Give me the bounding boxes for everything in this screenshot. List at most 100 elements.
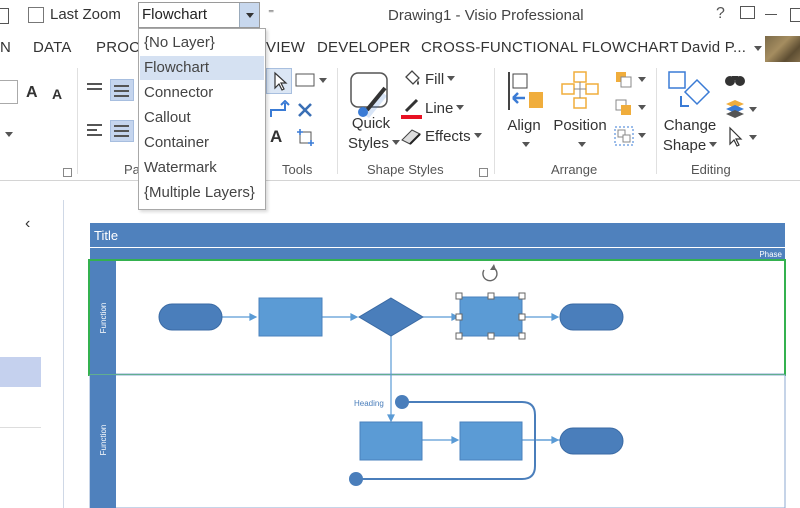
bring-forward-icon[interactable] [614, 70, 648, 95]
layer-option-container[interactable]: Container [144, 134, 210, 151]
title-band[interactable] [90, 223, 785, 247]
quick-styles-label-2: Styles [348, 134, 400, 154]
shape-styles-dialog-launcher-icon[interactable] [479, 168, 488, 177]
layer-option-no-layer[interactable]: {No Layer} [144, 34, 215, 51]
find-icon[interactable] [724, 70, 746, 93]
align-top-icon[interactable] [84, 79, 106, 99]
customize-quick-access-icon[interactable]: ⁼ [268, 6, 275, 20]
diagram-title[interactable]: Title [94, 228, 118, 243]
start-terminator[interactable] [158, 303, 223, 331]
avatar[interactable] [765, 36, 800, 64]
change-shape-button[interactable]: Change Shape [662, 116, 718, 156]
font-dialog-launcher-icon[interactable] [63, 168, 72, 177]
heading-callout-dot[interactable] [395, 395, 409, 409]
change-shape-icon[interactable] [667, 70, 711, 117]
selection-handles[interactable] [455, 292, 526, 340]
tab-design[interactable]: N [0, 39, 12, 56]
end-terminator[interactable] [559, 427, 624, 455]
quick-styles-icon[interactable] [349, 70, 393, 123]
group-icon[interactable] [614, 126, 648, 151]
shape-styles-group-label: Shape Styles [367, 162, 444, 177]
ribbon-display-options-icon[interactable] [736, 2, 758, 24]
loop-end-dot[interactable] [349, 472, 363, 486]
pointer-tool-icon[interactable] [266, 68, 292, 94]
rotate-handle-icon[interactable] [482, 264, 498, 282]
end-terminator[interactable] [559, 303, 624, 331]
help-button[interactable]: ? [716, 5, 725, 22]
send-backward-icon[interactable] [614, 98, 648, 123]
layer-option-connector[interactable]: Connector [144, 84, 214, 101]
last-zoom-checkbox[interactable] [28, 7, 44, 23]
effects-icon[interactable] [400, 126, 422, 151]
grow-font-icon[interactable]: A [26, 84, 38, 101]
position-button[interactable]: Position [552, 116, 608, 156]
effects-button[interactable]: Effects [425, 128, 482, 145]
process-shape[interactable] [459, 421, 523, 461]
change-shape-label-2-text: Shape [662, 137, 707, 154]
swimlane-2-header[interactable] [90, 375, 116, 508]
user-name[interactable]: David P... [681, 39, 747, 56]
selected-process-shape[interactable] [459, 296, 523, 337]
quick-styles-button[interactable]: Quick Styles [348, 114, 400, 154]
process-shape[interactable] [359, 421, 423, 461]
user-menu-chevron-icon[interactable] [751, 41, 762, 58]
change-shape-label-2: Shape [662, 136, 718, 156]
align-middle-icon[interactable] [110, 79, 134, 101]
phase-label: Phase [759, 250, 782, 259]
loop-connector[interactable] [356, 401, 536, 480]
connector-tool-icon[interactable] [268, 99, 290, 125]
shrink-font-icon[interactable]: A [52, 86, 63, 102]
fill-icon[interactable] [402, 68, 422, 93]
shapes-pane-divider [0, 427, 41, 428]
position-label: Position [553, 117, 607, 134]
tab-process[interactable]: PROC [96, 39, 141, 56]
tab-data[interactable]: DATA [33, 39, 72, 56]
tab-developer[interactable]: DEVELOPER [317, 39, 411, 56]
line-button[interactable]: Line [425, 100, 465, 117]
quick-styles-label-2-text: Styles [348, 135, 389, 152]
layer-dropdown-menu: {No Layer} Flowchart Connector Callout C… [138, 28, 266, 210]
layers-icon[interactable] [724, 98, 758, 125]
align-left-icon[interactable] [84, 120, 106, 140]
tools-group-label: Tools [282, 162, 313, 177]
fill-button[interactable]: Fill [425, 71, 456, 88]
layer-option-callout[interactable]: Callout [144, 109, 191, 126]
maximize-button[interactable] [790, 8, 800, 22]
swimlane-2[interactable] [89, 374, 786, 508]
line-icon[interactable] [401, 97, 423, 124]
process-shape[interactable] [258, 297, 323, 337]
font-size-select[interactable] [0, 80, 18, 104]
align-icon[interactable] [503, 70, 545, 117]
swimlane-1-header[interactable] [90, 260, 116, 374]
select-icon[interactable] [726, 126, 758, 153]
position-icon[interactable] [560, 70, 602, 117]
collapse-pane-chevron-icon[interactable]: ‹ [25, 215, 31, 232]
tab-cross-functional-flowchart[interactable]: CROSS-FUNCTIONAL FLOWCHART [421, 39, 679, 56]
editing-group-label: Editing [691, 162, 731, 177]
align-center-icon[interactable] [110, 120, 134, 142]
swimlane-2-label: Function [99, 425, 108, 456]
layer-option-multiple-layers[interactable]: {Multiple Layers} [144, 184, 255, 201]
layer-select-dropdown-button[interactable] [239, 3, 259, 27]
align-dropdown-icon [504, 136, 544, 156]
shapes-pane-selected-item[interactable] [0, 357, 41, 387]
quick-access-icon[interactable] [0, 8, 9, 24]
minimize-button[interactable] [765, 14, 777, 15]
paragraph-group-label: Pa [124, 162, 140, 177]
line-label: Line [425, 100, 454, 117]
connection-point-tool-icon[interactable] [296, 128, 316, 153]
layer-select[interactable]: Flowchart [138, 2, 260, 28]
text-tool-icon[interactable]: A [270, 127, 283, 146]
heading-label[interactable]: Heading [354, 399, 384, 408]
align-button[interactable]: Align [504, 116, 544, 156]
layer-option-watermark[interactable]: Watermark [144, 159, 217, 176]
font-size-dropdown-icon[interactable] [2, 128, 13, 146]
phase-band[interactable] [90, 248, 785, 260]
fill-label: Fill [425, 71, 445, 88]
rectangle-tool-icon[interactable] [295, 72, 329, 93]
page-edge [63, 200, 64, 508]
layer-option-flowchart[interactable]: Flowchart [140, 56, 264, 80]
tab-view[interactable]: VIEW [266, 39, 306, 56]
close-icon[interactable] [297, 102, 313, 123]
decision-shape[interactable] [358, 297, 424, 337]
